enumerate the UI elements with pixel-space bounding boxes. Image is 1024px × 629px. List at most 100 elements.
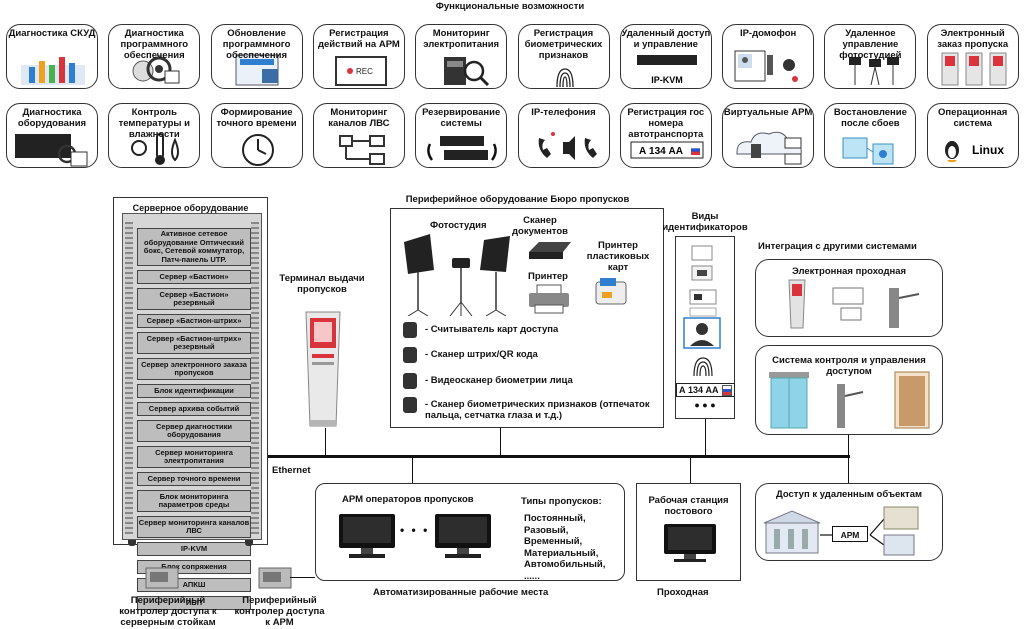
feature-tile-label: Регистрация действий на АРМ bbox=[317, 28, 400, 50]
access-control-images bbox=[769, 371, 930, 429]
kiosk-icon bbox=[941, 52, 1007, 86]
recovery-icon bbox=[842, 137, 894, 165]
svg-text:А 134 АА: А 134 АА bbox=[639, 146, 683, 157]
intercom-camera-icon bbox=[734, 50, 799, 82]
guard-station-title: Рабочая станция постового bbox=[648, 495, 729, 517]
pass-terminal-image bbox=[305, 311, 341, 427]
rack-slot: Активное сетевое оборудование Оптический… bbox=[137, 228, 251, 266]
photostudio-label: Фотостудия bbox=[430, 220, 487, 231]
rack-slot: Сервер архива событий bbox=[137, 402, 251, 416]
rack-slot: ИБП bbox=[137, 596, 251, 610]
feature-tile-label: Контроль температуры и влажности bbox=[118, 107, 190, 140]
identifier-icons bbox=[683, 245, 721, 377]
ethernet-bus bbox=[268, 455, 850, 458]
rack-slot: Блок мониторинга параметров среды bbox=[137, 490, 251, 512]
server-controller-label: Периферийный контролер доступа к серверн… bbox=[119, 595, 217, 628]
feature-tile-failure-recovery: Востановление после сбоев bbox=[824, 103, 917, 168]
ethernet-label: Ethernet bbox=[272, 465, 311, 476]
update-window-icon bbox=[235, 54, 279, 86]
chart-icon bbox=[21, 57, 85, 85]
feature-tile-label: Резервирование системы bbox=[422, 107, 501, 129]
rack-slot: Сервер электронного заказа пропусков bbox=[137, 358, 251, 380]
feature-tile-arm-activity-log: REC Регистрация действий на АРМ bbox=[312, 24, 405, 89]
peripheral-title: Периферийное оборудование Бюро пропусков bbox=[405, 194, 630, 205]
rack-slot: Сервер «Бастион» bbox=[137, 270, 251, 284]
card-reader-icon bbox=[403, 322, 417, 338]
feature-tile-label: Регистрация биометрических признаков bbox=[524, 28, 603, 61]
feature-tile-label: Диагностика программного обеспечения bbox=[120, 28, 189, 61]
arm-controller-label: Периферийный контролер доступа к АРМ bbox=[234, 595, 325, 628]
feature-tile-label: Диагностика СКУД bbox=[8, 28, 96, 39]
pass-type-item: Временный, bbox=[524, 536, 583, 547]
rack-slot: Сервер «Бастион-штрих» bbox=[137, 314, 251, 328]
rack-slot: Сервер диагностики оборудования bbox=[137, 420, 251, 442]
rack-slot: Сервер «Бастион-штрих» резервный bbox=[137, 332, 251, 354]
server-controller-image bbox=[145, 567, 179, 589]
feature-tile-label: Регистрация гос номера автотранспорта bbox=[627, 107, 705, 140]
biometric-scanner-icon bbox=[403, 397, 417, 413]
arm-controller-image bbox=[258, 567, 292, 589]
pass-type-item: Постоянный, bbox=[524, 513, 586, 524]
turnstile-images bbox=[788, 279, 920, 329]
feature-tile-skud-diagnostics: Диагностика СКУД bbox=[6, 24, 98, 89]
access-control-box-label: Система контроля и управления доступом bbox=[772, 355, 926, 377]
feature-tile-label: Электронный заказ пропуска bbox=[937, 28, 1009, 50]
peripheral-panel bbox=[390, 208, 664, 428]
printer-image bbox=[529, 284, 569, 314]
server-sync-icon bbox=[427, 136, 498, 161]
printer-label: Принтер bbox=[528, 271, 568, 282]
feature-tile-electronic-pass-order: Электронный заказ пропуска bbox=[926, 24, 1019, 89]
identifiers-more: ● ● ● bbox=[694, 400, 716, 410]
feature-tile-label: IP-домофон bbox=[739, 28, 797, 39]
face-scanner-icon bbox=[403, 373, 417, 389]
rack-slot: Сервер точного времени bbox=[137, 472, 251, 486]
page-title: Функциональные возможности bbox=[435, 1, 585, 12]
pass-type-item: Автомобильный, bbox=[524, 559, 606, 570]
feature-tile-temperature-humidity: Контроль температуры и влажности bbox=[108, 103, 201, 168]
card-printer-image bbox=[595, 278, 627, 305]
turnstile-box-label: Электронная проходная bbox=[791, 266, 907, 277]
remote-objects-images bbox=[763, 506, 919, 556]
feature-tile-label: Удаленный доступ и управление bbox=[621, 28, 711, 50]
pass-types-title: Типы пропусков: bbox=[521, 496, 602, 507]
feature-tile-label: Востановление после сбоев bbox=[833, 107, 907, 129]
rec-monitor-icon: REC bbox=[334, 56, 387, 86]
feature-tile-system-redundancy: Резервирование системы bbox=[415, 103, 508, 168]
feature-tile-remote-photostudio: Удаленное управление фотостудией bbox=[824, 24, 917, 89]
feature-tile-plate-recognition: А 134 АА Регистрация гос номера автотранс… bbox=[619, 103, 712, 168]
id-license-plate: А 134 АА bbox=[676, 380, 735, 398]
rack-slot: Сервер мониторинга электропитания bbox=[137, 446, 251, 468]
gear-disk-icon bbox=[132, 56, 180, 84]
pass-type-item: Разовый, bbox=[524, 524, 569, 536]
clock-icon bbox=[241, 134, 274, 166]
feature-tile-ip-intercom: IP-домофон bbox=[722, 24, 815, 89]
feature-tile-label: Виртуальные АРМ bbox=[723, 107, 813, 118]
cloud-monitors-icon bbox=[736, 131, 802, 165]
identifiers-title: Виды идентификаторов bbox=[662, 211, 748, 233]
remote-objects-box-label: Доступ к удаленным объектам bbox=[775, 489, 923, 500]
feature-tile-hardware-diagnostics: Диагностика оборудования bbox=[6, 103, 98, 168]
feature-tile-label: Удаленное управление фотостудией bbox=[839, 28, 902, 61]
rack-slot: Сервер мониторинга каналов ЛВС bbox=[137, 516, 251, 538]
server-rack: Активное сетевое оборудование Оптический… bbox=[122, 213, 262, 610]
svg-text:Linux: Linux bbox=[972, 143, 1004, 157]
feature-tile-lan-monitoring: Мониторинг каналов ЛВС bbox=[312, 103, 405, 168]
network-icon bbox=[338, 135, 385, 165]
plate-number: А 134 АА bbox=[679, 385, 719, 395]
feature-tile-software-update: Обновление программного обеспечения bbox=[210, 24, 303, 89]
svg-text:REC: REC bbox=[356, 67, 373, 76]
peripheral-item: - Видеосканер биометрии лица bbox=[425, 375, 573, 386]
server-title: Серверное оборудование bbox=[132, 203, 249, 213]
workplaces-caption: Автоматизированные рабочие места bbox=[373, 587, 549, 598]
feature-tile-label: Обновление программного обеспечения bbox=[222, 28, 291, 61]
feature-tile-label: IP-телефония bbox=[531, 107, 596, 118]
remote-arm-badge: АРМ bbox=[832, 526, 868, 542]
fingerprint-icon bbox=[555, 68, 574, 88]
tripod-lights-icon bbox=[849, 57, 900, 86]
license-plate-icon: А 134 АА bbox=[630, 141, 704, 159]
rack-slot: Блок идентификации bbox=[137, 384, 251, 398]
feature-tile-precise-time: Формирование точного времени bbox=[210, 103, 303, 168]
doc-scanner-label: Сканер документов bbox=[512, 215, 568, 237]
feature-tile-virtual-arm: Виртуальные АРМ bbox=[722, 103, 815, 168]
